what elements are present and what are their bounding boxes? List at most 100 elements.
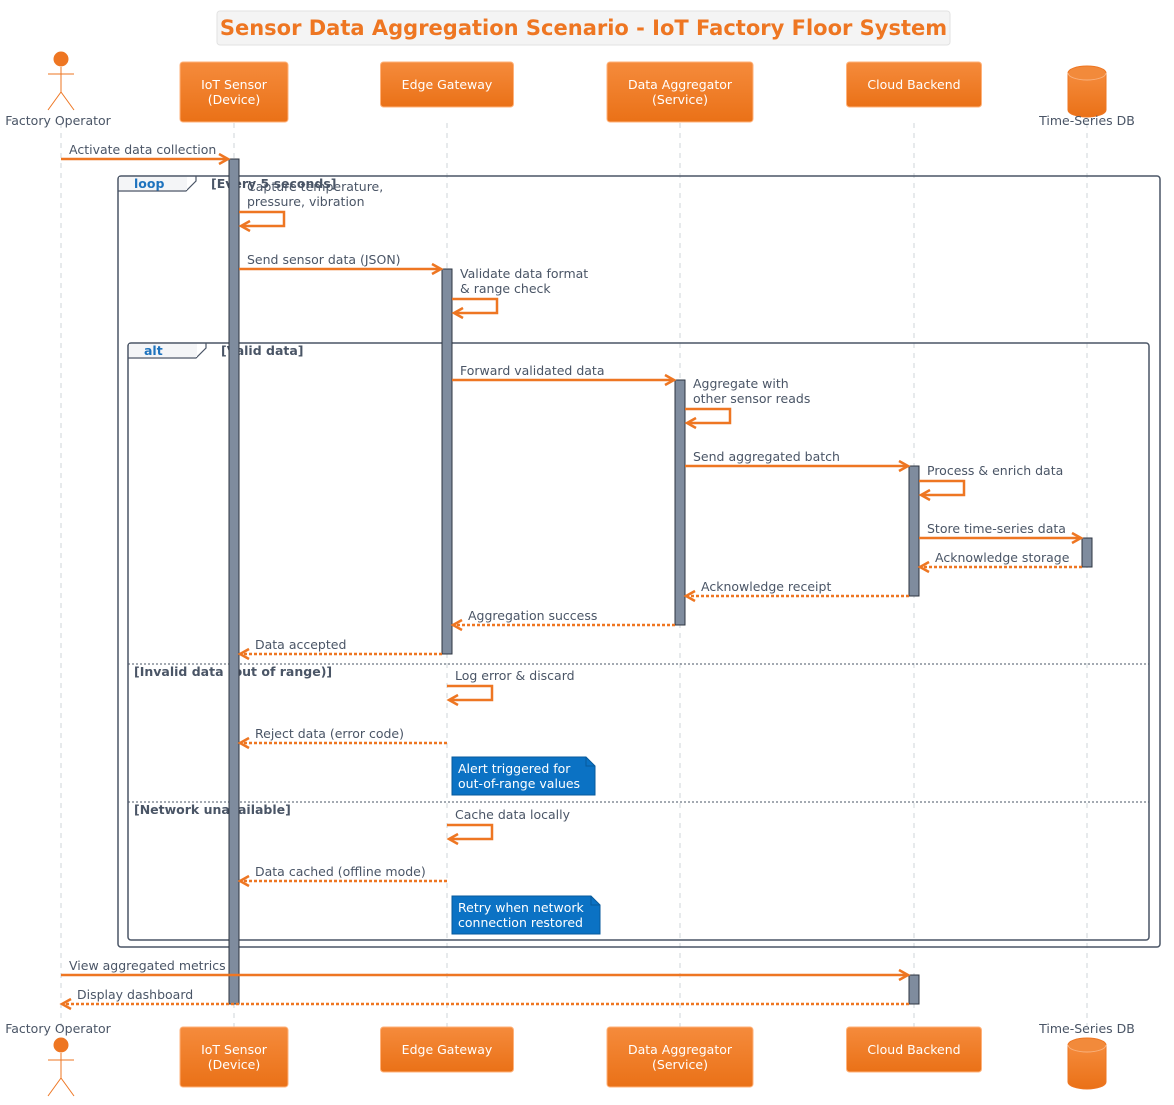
- participant-label: (Service): [652, 92, 708, 107]
- participant-operator-top: Factory Operator: [5, 51, 112, 128]
- message-label: pressure, vibration: [247, 194, 365, 209]
- message-label: Cache data locally: [455, 807, 571, 822]
- message-label: Validate data format: [460, 266, 588, 281]
- message-10: Acknowledge receipt: [683, 579, 909, 603]
- message-2: Send sensor data (JSON): [239, 252, 444, 276]
- alt-fragment: alt[Valid data][Invalid data (out of ran…: [127, 342, 1150, 941]
- participant-label: Cloud Backend: [867, 1042, 960, 1057]
- participant-label: (Service): [652, 1057, 708, 1072]
- lifelines: [60, 123, 1088, 1027]
- fragment-guard: [Every 5 seconds]: [211, 176, 337, 191]
- note-text: out-of-range values: [458, 776, 580, 791]
- participant-label: Factory Operator: [5, 1021, 111, 1036]
- message-label: Acknowledge receipt: [701, 579, 831, 594]
- fragment-guard: [Valid data]: [221, 343, 304, 358]
- message-13: Log error & discard: [446, 668, 575, 707]
- message-label: Store time-series data: [927, 521, 1066, 536]
- participant-label: Time-Series DB: [1038, 1021, 1135, 1036]
- participant-sensor-top: IoT Sensor(Device): [179, 61, 289, 123]
- self-arrow: [685, 407, 732, 425]
- participant-tsdb-bottom: Time-Series DB: [1038, 1021, 1135, 1090]
- activation-cloud: [908, 974, 920, 1005]
- participant-label: IoT Sensor: [201, 77, 268, 92]
- participant-sensor-bottom: IoT Sensor(Device): [179, 1026, 289, 1088]
- message-8: Store time-series data: [919, 521, 1084, 545]
- participant-label: Cloud Backend: [867, 77, 960, 92]
- message-16: Data cached (offline mode): [237, 864, 447, 888]
- participant-tsdb-top: Time-Series DB: [1038, 65, 1135, 128]
- participant-cloud-bottom: Cloud Backend: [846, 1026, 982, 1073]
- participant-label: IoT Sensor: [201, 1042, 268, 1057]
- activation-aggregator: [674, 379, 686, 626]
- combined-fragments: loop[Every 5 seconds]alt[Valid data][Inv…: [117, 175, 1161, 948]
- database-icon: [1067, 1037, 1107, 1090]
- message-label: Data cached (offline mode): [255, 864, 426, 879]
- message-label: Data accepted: [255, 637, 346, 652]
- activation-gateway: [441, 268, 453, 655]
- message-0: Activate data collection: [61, 142, 231, 166]
- message-label: Display dashboard: [77, 987, 193, 1002]
- message-9: Acknowledge storage: [917, 550, 1082, 574]
- activation-tsdb: [1081, 537, 1093, 568]
- message-6: Send aggregated batch: [685, 449, 911, 473]
- message-4: Forward validated data: [452, 363, 677, 387]
- participant-cloud-top: Cloud Backend: [846, 61, 982, 108]
- note-text: Alert triggered for: [458, 761, 571, 776]
- message-17: View aggregated metrics: [61, 958, 911, 982]
- message-label: Acknowledge storage: [935, 550, 1070, 565]
- participant-aggregator-top: Data Aggregator(Service): [606, 61, 754, 123]
- message-label: Send aggregated batch: [693, 449, 840, 464]
- diagram-title: Sensor Data Aggregation Scenario - IoT F…: [216, 10, 951, 46]
- message-label: Process & enrich data: [927, 463, 1063, 478]
- database-icon: [1067, 65, 1107, 118]
- self-arrow: [447, 684, 494, 702]
- self-arrow: [452, 297, 499, 315]
- message-label: Aggregate with: [693, 376, 789, 391]
- activation-cloud: [908, 465, 920, 597]
- message-label: Log error & discard: [455, 668, 575, 683]
- participant-label: Time-Series DB: [1038, 113, 1135, 128]
- participant-label: Edge Gateway: [402, 77, 493, 92]
- message-label: Reject data (error code): [255, 726, 404, 741]
- participant-label: Factory Operator: [5, 113, 111, 128]
- participant-label: Data Aggregator: [628, 77, 733, 92]
- message-11: Aggregation success: [450, 608, 675, 632]
- message-14: Reject data (error code): [237, 726, 447, 750]
- message-label: & range check: [460, 281, 551, 296]
- message-label: Capture temperature,: [247, 179, 383, 194]
- message-7: Process & enrich data: [918, 463, 1063, 502]
- message-1: Capture temperature,pressure, vibration: [238, 179, 383, 233]
- loop-fragment: loop[Every 5 seconds]: [117, 175, 1161, 948]
- participant-gateway-top: Edge Gateway: [380, 61, 514, 108]
- message-label: other sensor reads: [693, 391, 810, 406]
- participant-operator-bottom: Factory Operator: [5, 1021, 112, 1097]
- activation-sensor: [228, 158, 240, 1005]
- participant-aggregator-bottom: Data Aggregator(Service): [606, 1026, 754, 1088]
- actor-icon: [47, 51, 75, 111]
- message-3: Validate data format& range check: [451, 266, 588, 320]
- message-label: Forward validated data: [460, 363, 605, 378]
- participant-label: Edge Gateway: [402, 1042, 493, 1057]
- message-18: Display dashboard: [59, 987, 909, 1011]
- message-label: Activate data collection: [69, 142, 216, 157]
- self-arrow: [239, 210, 286, 228]
- else-guard: [Network unavailable]: [134, 802, 291, 817]
- fragment-keyword: alt: [144, 343, 163, 358]
- note-text: connection restored: [458, 915, 583, 930]
- title-text: Sensor Data Aggregation Scenario - IoT F…: [220, 16, 947, 40]
- message-15: Cache data locally: [446, 807, 571, 846]
- participant-label: (Device): [208, 92, 261, 107]
- actor-icon: [47, 1037, 75, 1097]
- participant-gateway-bottom: Edge Gateway: [380, 1026, 514, 1073]
- participant-label: (Device): [208, 1057, 261, 1072]
- message-label: View aggregated metrics: [69, 958, 226, 973]
- message-label: Send sensor data (JSON): [247, 252, 401, 267]
- participant-label: Data Aggregator: [628, 1042, 733, 1057]
